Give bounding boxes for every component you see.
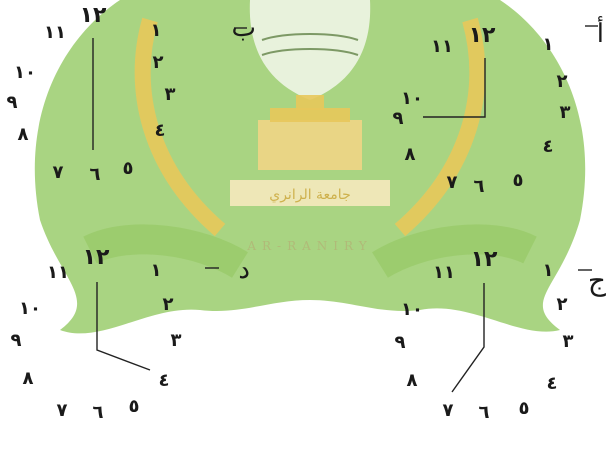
clock-a-numeral-12: ١٢ <box>469 23 496 48</box>
clock-c-numeral-12: ١٢ <box>471 247 498 272</box>
clock-d-numeral-2: ٢ <box>163 294 174 315</box>
clock-d-numeral-10: ١٠ <box>19 298 41 319</box>
clock-d-numeral-11: ١١ <box>47 262 69 283</box>
clock-c-numeral-4: ٤ <box>547 373 558 394</box>
clock-a-numeral-7: ٧ <box>447 172 458 193</box>
clock-b-numeral-6: ٦ <box>90 164 101 185</box>
clock-c-numeral-9: ٩ <box>395 332 406 353</box>
clock-a-numeral-10: ١٠ <box>401 88 423 109</box>
clock-b-numeral-1: ١ <box>151 20 162 41</box>
clock-d-numeral-9: ٩ <box>11 330 22 351</box>
clock-d-numeral-5: ٥ <box>129 396 140 417</box>
clock-a-numeral-8: ٨ <box>405 144 416 165</box>
university-logo-watermark: جامعة الرانري AR-RANIRY <box>35 0 585 333</box>
clock-d-numeral-12: ١٢ <box>83 245 110 270</box>
clock-c-numeral-8: ٨ <box>407 370 418 391</box>
clock-c-numeral-11: ١١ <box>433 262 455 283</box>
clock-a-numeral-1: ١ <box>543 34 554 55</box>
clock-a-label: أ <box>597 15 604 49</box>
clock-b-numeral-8: ٨ <box>18 124 29 145</box>
clock-b-numeral-4: ٤ <box>155 120 166 141</box>
clock-c-numeral-3: ٣ <box>563 331 574 352</box>
watermark-latin-text: AR-RANIRY <box>246 239 372 253</box>
clock-a-numeral-3: ٣ <box>560 102 571 123</box>
clock-d-numeral-6: ٦ <box>93 402 104 423</box>
clock-b-numeral-3: ٣ <box>165 84 176 105</box>
watermark-arabic-text: جامعة الرانري <box>269 187 350 203</box>
clock-d-label: د <box>238 255 250 285</box>
clock-c-numeral-1: ١ <box>543 260 554 281</box>
clock-b-numeral-7: ٧ <box>53 162 64 183</box>
clock-a-numeral-6: ٦ <box>474 176 485 197</box>
clock-a-numeral-2: ٢ <box>557 71 568 92</box>
clock-c-numeral-2: ٢ <box>557 294 568 315</box>
clock-a-numeral-4: ٤ <box>543 136 554 157</box>
clock-b-numeral-12: ١٢ <box>80 3 107 28</box>
clock-a-numeral-9: ٩ <box>393 108 404 129</box>
clock-c-label: ج <box>588 264 607 297</box>
clock-d-numeral-7: ٧ <box>57 400 68 421</box>
clock-b-numeral-9: ٩ <box>7 92 18 113</box>
clock-c-numeral-10: ١٠ <box>401 299 423 320</box>
clock-c-numeral-6: ٦ <box>479 402 490 423</box>
clock-b-numeral-5: ٥ <box>123 158 134 179</box>
clock-d-numeral-4: ٤ <box>159 370 170 391</box>
clock-b-numeral-10: ١٠ <box>14 62 36 83</box>
clock-c-numeral-5: ٥ <box>519 398 530 419</box>
clock-d-numeral-1: ١ <box>151 260 162 281</box>
clock-c-numeral-7: ٧ <box>443 400 454 421</box>
clock-d-numeral-3: ٣ <box>171 330 182 351</box>
clock-b-numeral-2: ٢ <box>153 52 164 73</box>
clock-b-numeral-11: ١١ <box>44 22 66 43</box>
clock-a-numeral-5: ٥ <box>513 170 524 191</box>
clock-d-numeral-8: ٨ <box>23 368 34 389</box>
clock-a-numeral-11: ١١ <box>431 36 453 57</box>
